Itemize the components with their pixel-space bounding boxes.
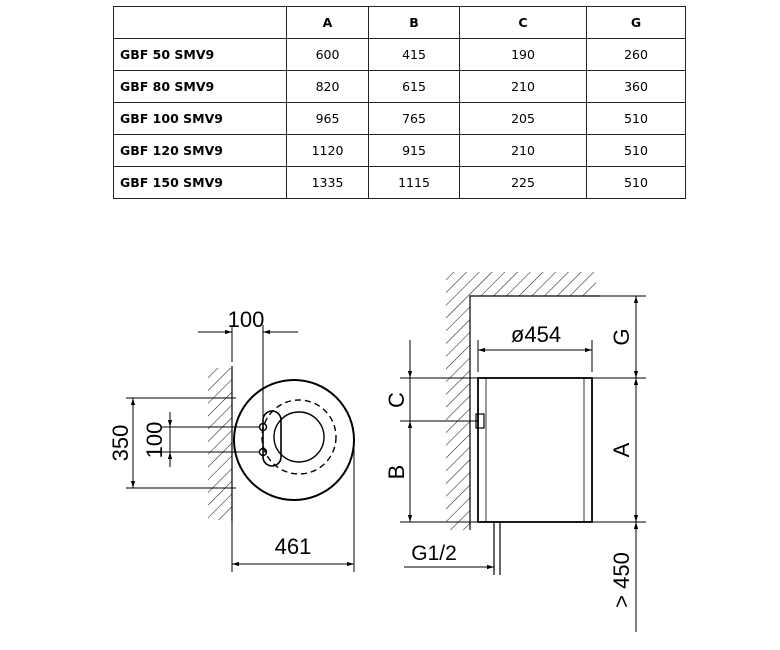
inlet-pipe: [258, 422, 268, 432]
model-cell: GBF 120 SMV9: [113, 134, 287, 167]
table-row: GBF 80 SMV9 820 615 210 360: [113, 70, 686, 103]
dim-461-label: 461: [275, 534, 312, 559]
dim-450-label: > 450: [609, 552, 634, 608]
dim-g12-label: G1/2: [411, 542, 457, 565]
value-cell-b: 415: [368, 38, 460, 71]
dim-350-label: 350: [108, 425, 133, 462]
dim-100-left-label: 100: [142, 422, 167, 459]
value-cell-b: 615: [368, 70, 460, 103]
dim-a-label: A: [609, 442, 634, 457]
value-cell-c: 205: [459, 102, 587, 135]
tank-body: [477, 377, 593, 523]
value-cell-a: 1335: [286, 166, 369, 199]
value-cell-g: 510: [586, 166, 686, 199]
ceiling-hatch: [446, 272, 596, 296]
table-row: GBF 150 SMV9 1335 1115 225 510: [113, 166, 686, 199]
dim-g-label: G: [609, 328, 634, 345]
side-view: [400, 272, 646, 632]
dim-diameter-label: ø454: [511, 322, 561, 347]
header-cell-c: C: [459, 6, 587, 39]
wall-line: [469, 295, 600, 530]
side-wall-hatch: [446, 296, 470, 530]
dimensions-table: A B C G GBF 50 SMV9 600 415 190 260 GBF …: [113, 6, 686, 199]
value-cell-c: 190: [459, 38, 587, 71]
fitting-bracket: [262, 410, 282, 467]
value-cell-b: 765: [368, 102, 460, 135]
dim-c-label: C: [384, 392, 409, 408]
value-cell-a: 600: [286, 38, 369, 71]
model-cell: GBF 80 SMV9: [113, 70, 287, 103]
front-view: [126, 325, 355, 572]
value-cell-a: 965: [286, 102, 369, 135]
front-wall-hatch: [208, 368, 232, 520]
table-row: GBF 50 SMV9 600 415 190 260: [113, 38, 686, 71]
inner-circle: [273, 411, 325, 463]
header-cell-g: G: [586, 6, 686, 39]
value-cell-c: 210: [459, 70, 587, 103]
outlet-pipe: [258, 447, 268, 457]
value-cell-b: 1115: [368, 166, 460, 199]
dim-100-top-label: 100: [228, 307, 265, 332]
header-cell-b: B: [368, 6, 460, 39]
dim-b-label: B: [384, 465, 409, 480]
table-row: GBF 100 SMV9 965 765 205 510: [113, 102, 686, 135]
inner-dashed-circle: [261, 399, 337, 475]
model-cell: GBF 50 SMV9: [113, 38, 287, 71]
value-cell-g: 510: [586, 102, 686, 135]
